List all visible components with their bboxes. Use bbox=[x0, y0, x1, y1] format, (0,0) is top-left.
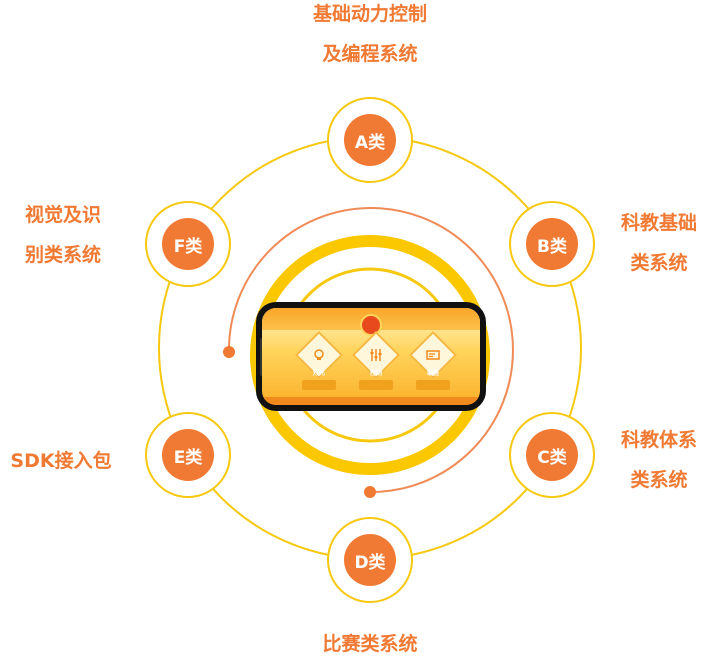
node-f-label: 视觉及识 别类系统 bbox=[8, 195, 118, 275]
arc-dot-bottom bbox=[364, 486, 376, 498]
node-c-label-line1: 科教体系 bbox=[620, 429, 697, 451]
tile-pad-2 bbox=[359, 380, 393, 390]
node-d-badge: D类 bbox=[344, 534, 396, 586]
tile-label-2: 控制 bbox=[369, 370, 382, 377]
node-e-label: SDK接入包 bbox=[0, 441, 122, 481]
arc-dot-left bbox=[223, 346, 235, 358]
node-b-label-line1: 科教基础 bbox=[620, 212, 697, 234]
node-b-label-line2: 类系统 bbox=[630, 252, 688, 274]
node-c-label-line2: 类系统 bbox=[630, 469, 688, 491]
sliders-icon bbox=[370, 349, 382, 361]
programming-tile bbox=[408, 330, 458, 380]
tile-label-1: 灯光 bbox=[312, 370, 325, 377]
lightbulb-icon bbox=[314, 349, 324, 360]
node-b-badge: B类 bbox=[526, 218, 578, 270]
node-f-label-line1: 视觉及识 bbox=[24, 204, 101, 226]
node-a-label: 基础动力控制 及编程系统 bbox=[270, 0, 470, 74]
node-b-label: 科教基础 类系统 bbox=[604, 203, 711, 283]
node-f-badge: F类 bbox=[162, 218, 214, 270]
node-c-badge: C类 bbox=[526, 429, 578, 481]
lightbulb-tile bbox=[294, 330, 344, 380]
center-phone: 灯光 控制 bbox=[256, 302, 486, 411]
node-c-label: 科教体系 类系统 bbox=[604, 420, 711, 500]
node-a-label-line2: 及编程系统 bbox=[322, 43, 418, 65]
tile-label-3: 编程 bbox=[426, 370, 439, 377]
code-card-icon bbox=[426, 350, 440, 360]
node-f-label-line2: 别类系统 bbox=[24, 244, 101, 266]
node-e-label-line1: SDK接入包 bbox=[10, 450, 112, 472]
node-a-label-line1: 基础动力控制 bbox=[312, 3, 427, 25]
control-tile bbox=[351, 330, 401, 380]
tile-pad-1 bbox=[302, 380, 336, 390]
node-d-label-line1: 比赛类系统 bbox=[322, 633, 418, 655]
phone-screen: 灯光 控制 bbox=[262, 308, 480, 405]
tile-pad-3 bbox=[416, 380, 450, 390]
node-c-ring bbox=[509, 412, 595, 498]
node-e-badge: E类 bbox=[162, 429, 214, 481]
orange-arc bbox=[227, 207, 514, 494]
node-b-ring bbox=[509, 201, 595, 287]
screen-footer bbox=[262, 397, 480, 405]
node-a-badge: A类 bbox=[344, 114, 396, 166]
node-d-label: 比赛类系统 bbox=[270, 624, 470, 664]
